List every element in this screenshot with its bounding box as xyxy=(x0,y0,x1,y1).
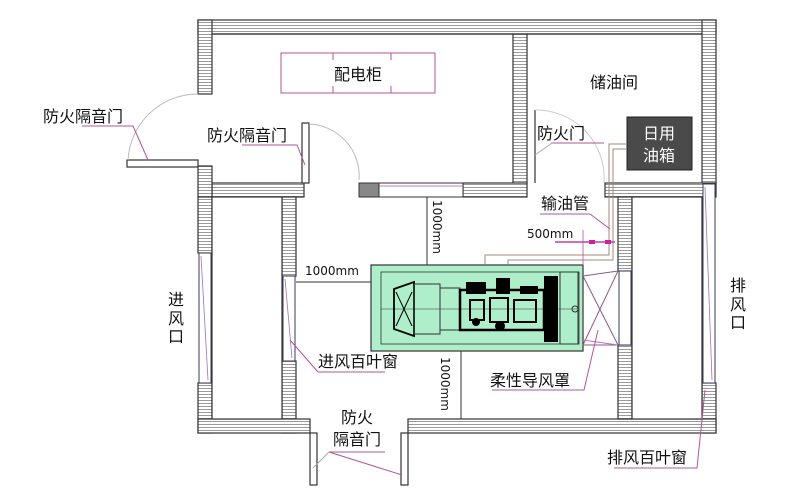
label-fire-door: 防火门 xyxy=(537,124,585,143)
wall-oil-room-bottom xyxy=(604,182,717,198)
label-exhaust-1: 排 xyxy=(730,276,746,295)
cabinet-label: 配电柜 xyxy=(334,65,382,84)
pipe-offset-marker xyxy=(555,230,615,264)
oil-pipes xyxy=(484,143,627,264)
tank-label-line2: 油箱 xyxy=(643,146,675,165)
generator-set[interactable] xyxy=(370,264,584,352)
door-left[interactable] xyxy=(126,93,199,168)
label-air-inlet-1: 进 xyxy=(168,290,184,309)
daily-oil-tank[interactable]: 日用 油箱 xyxy=(626,116,693,171)
label-oil-pipe: 输油管 xyxy=(541,194,589,213)
dim-pipe-offset: 500mm xyxy=(527,227,573,241)
leader-lines xyxy=(82,125,706,476)
label-bottom-door-line2: 隔音门 xyxy=(333,430,381,449)
wall-cabinet-bottom-left xyxy=(211,182,305,198)
label-fire-sound-door-inner: 防火隔音门 xyxy=(207,126,287,145)
wall-bottom-right xyxy=(407,418,717,434)
tank-label-line1: 日用 xyxy=(643,124,675,143)
flexible-duct xyxy=(582,270,619,346)
label-bottom-door-line1: 防火 xyxy=(341,408,373,427)
louver-diagonals xyxy=(200,186,713,381)
room-outlines xyxy=(211,33,703,420)
label-air-inlet-2: 风 xyxy=(168,309,184,328)
wall-cabinet-bottom-right xyxy=(462,182,528,198)
label-fire-sound-door-left: 防火隔音门 xyxy=(43,107,123,126)
distribution-cabinet[interactable]: 配电柜 xyxy=(280,52,436,94)
wall-left-upper xyxy=(197,19,213,95)
wall-exhaust-inner-lower xyxy=(617,344,633,420)
wall-bottom-left xyxy=(197,418,311,434)
dim-top-clearance: 1000mm xyxy=(430,200,444,254)
wall-inlet-outer-upper xyxy=(197,196,213,254)
label-exhaust-3: 口 xyxy=(730,313,746,332)
wall-oil-room-left xyxy=(512,33,528,185)
door-fire-oil-room[interactable] xyxy=(534,109,605,184)
label-exhaust-2: 风 xyxy=(730,295,746,314)
louver-frames xyxy=(198,183,716,384)
door-bottom[interactable] xyxy=(309,419,409,486)
wall-right-upper xyxy=(701,19,717,185)
dim-left-clearance: 1000mm xyxy=(305,264,359,278)
label-flexible-duct: 柔性导风罩 xyxy=(490,371,570,390)
wall-inlet-inner-upper xyxy=(281,196,297,277)
dimension-lines xyxy=(296,197,462,419)
oil-room-label: 储油间 xyxy=(590,73,638,92)
label-exhaust-louver: 排风百叶窗 xyxy=(607,448,687,467)
dim-bottom-clearance: 1000mm xyxy=(438,357,452,411)
wall-top xyxy=(197,19,717,35)
wall-left-stub xyxy=(197,165,213,198)
label-air-inlet-3: 口 xyxy=(168,327,184,346)
label-air-inlet-louver: 进风百叶窗 xyxy=(318,352,398,371)
wall-exhaust-inner-upper xyxy=(617,196,633,272)
cabinet-window xyxy=(358,182,464,198)
door-inner[interactable] xyxy=(301,122,360,184)
